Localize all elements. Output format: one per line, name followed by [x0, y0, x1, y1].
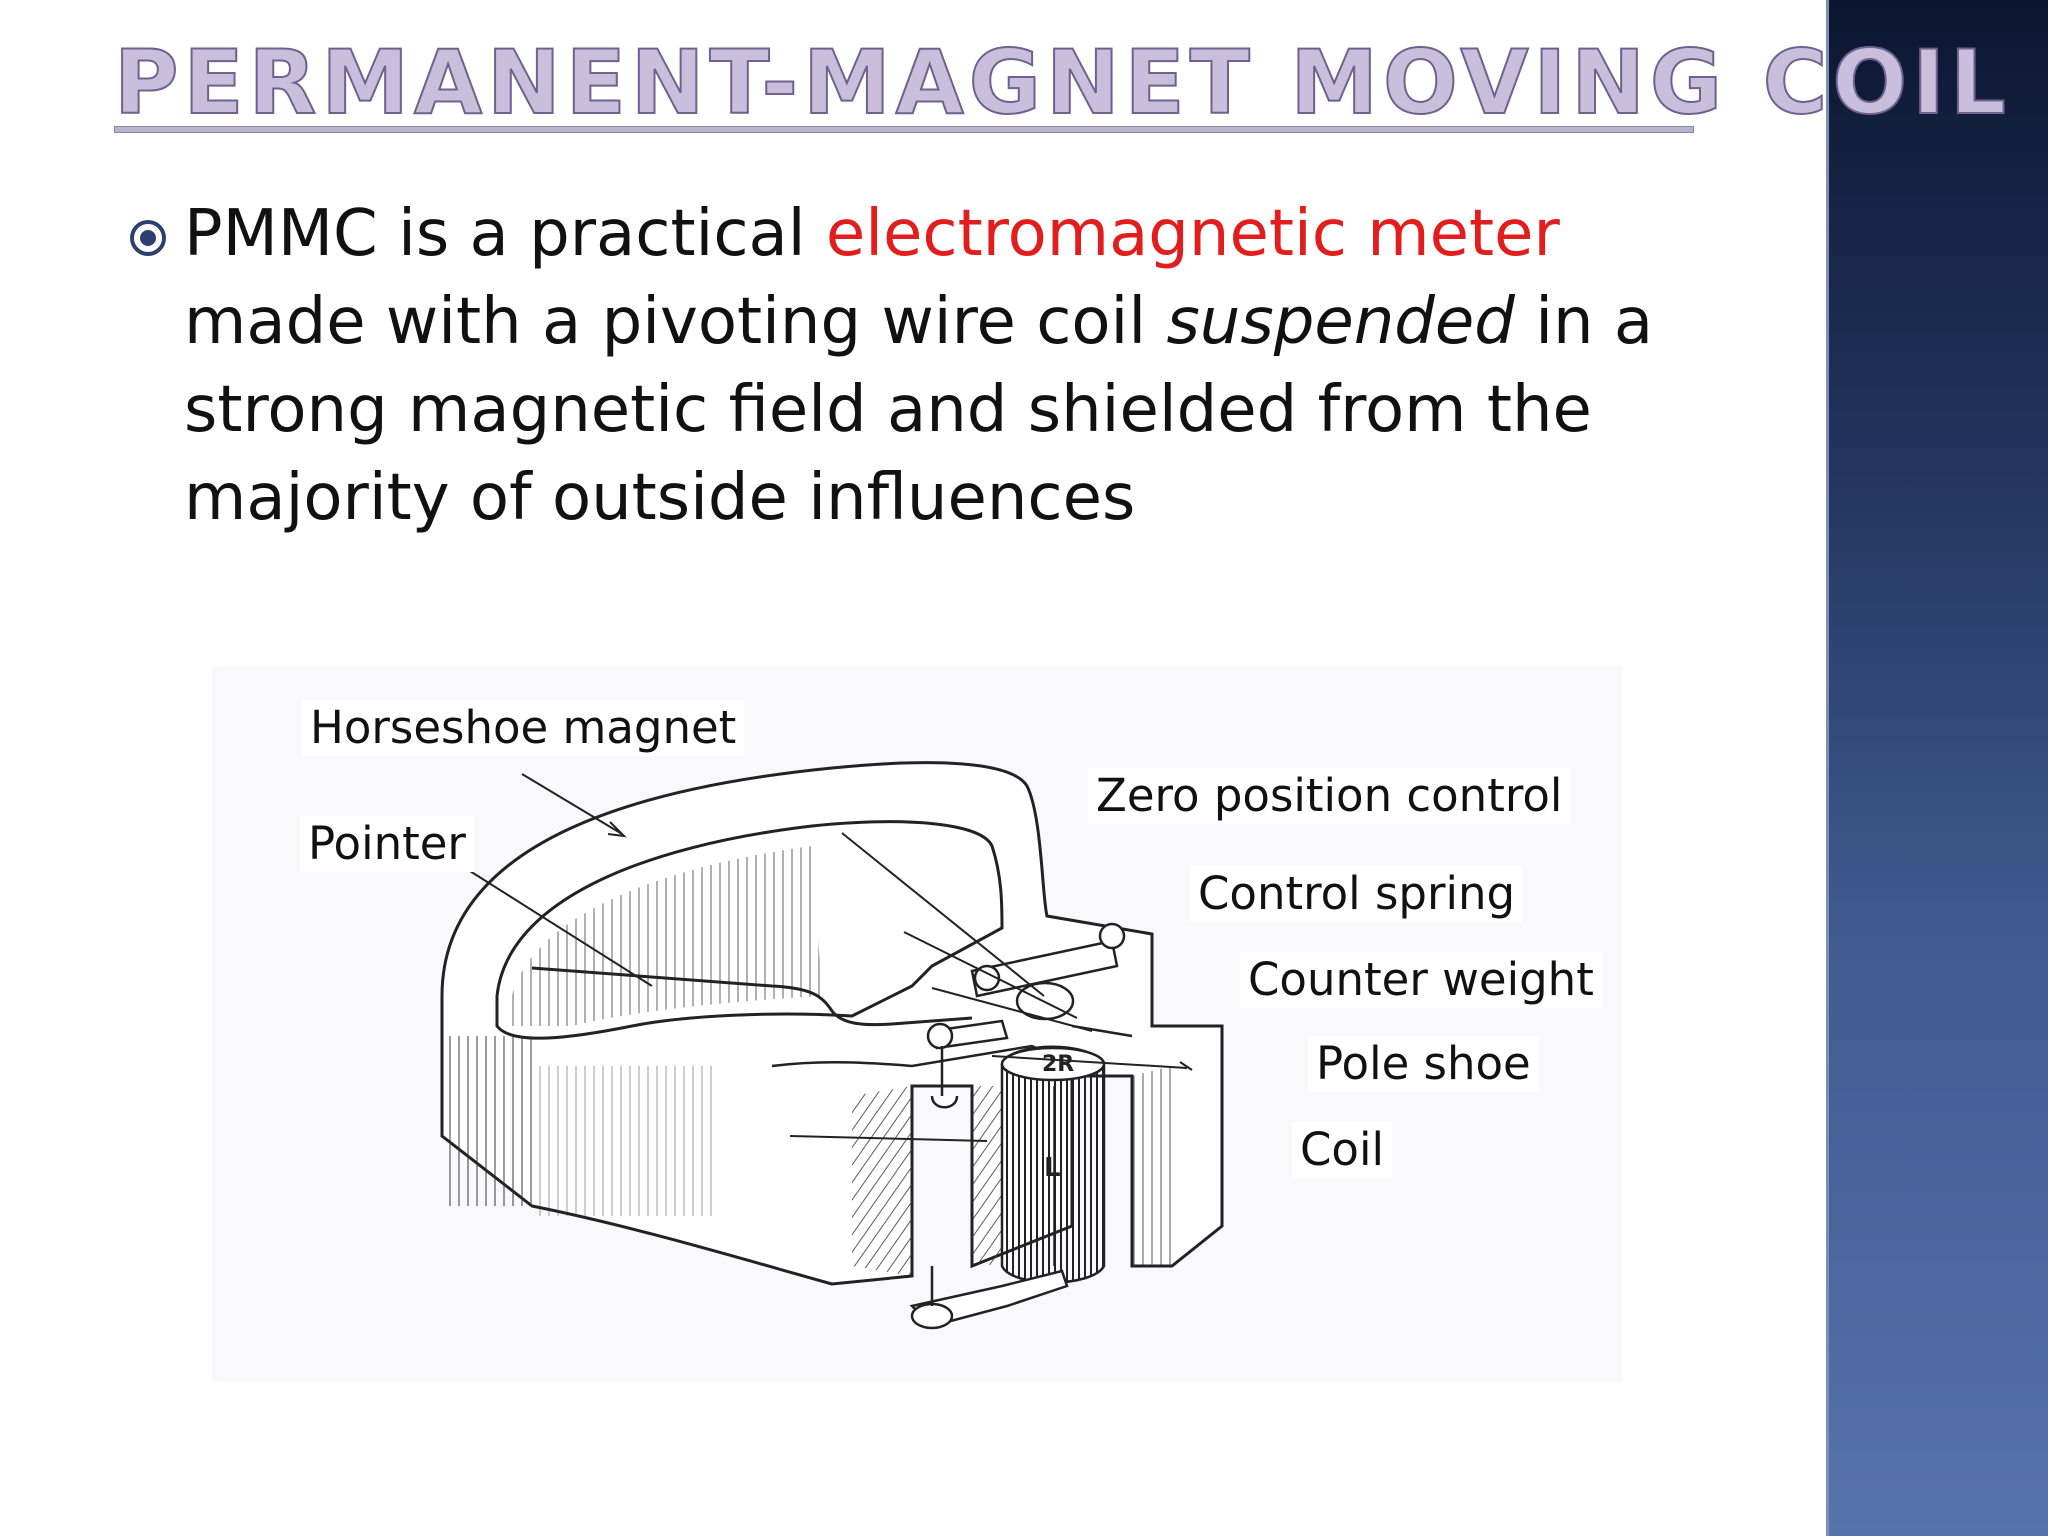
radius-mark: 2R	[1042, 1052, 1074, 1077]
title-underline	[114, 126, 1694, 133]
pivot-bridge-drawing	[909, 922, 1133, 1330]
label-horseshoe-magnet: Horseshoe magnet	[302, 700, 745, 756]
leader-lines	[461, 773, 1193, 1142]
bullet-text: PMMC is a practical electromagnetic mete…	[184, 190, 1684, 542]
pmmc-diagram: 2R L	[212, 666, 1622, 1382]
label-pointer: Pointer	[300, 816, 474, 872]
label-pole-shoe: Pole shoe	[1308, 1036, 1539, 1092]
coil-drawing: 2R L	[1000, 1045, 1106, 1284]
length-mark: L	[1044, 1153, 1061, 1183]
pmmc-drawing: 2R L	[440, 761, 1224, 1330]
label-coil: Coil	[1292, 1122, 1392, 1178]
label-zero-position-control: Zero position control	[1088, 768, 1571, 824]
bullet-highlight: electromagnetic meter	[825, 197, 1560, 271]
bullet-italic: suspended	[1166, 285, 1515, 359]
pointer-drawing	[531, 966, 973, 1027]
bullet-text-part3: in a strong magnetic field and shielded …	[184, 285, 1654, 535]
slide-title: PERMANENT-MAGNET MOVING COIL	[113, 30, 2011, 135]
bullet-icon	[130, 220, 166, 256]
bullet-text-part2: made with a pivoting wire coil	[184, 285, 1167, 359]
bullet-text-part1: PMMC is a practical	[184, 197, 826, 271]
sidebar-band	[1826, 0, 2048, 1536]
label-counter-weight: Counter weight	[1240, 952, 1602, 1008]
label-control-spring: Control spring	[1190, 866, 1524, 922]
